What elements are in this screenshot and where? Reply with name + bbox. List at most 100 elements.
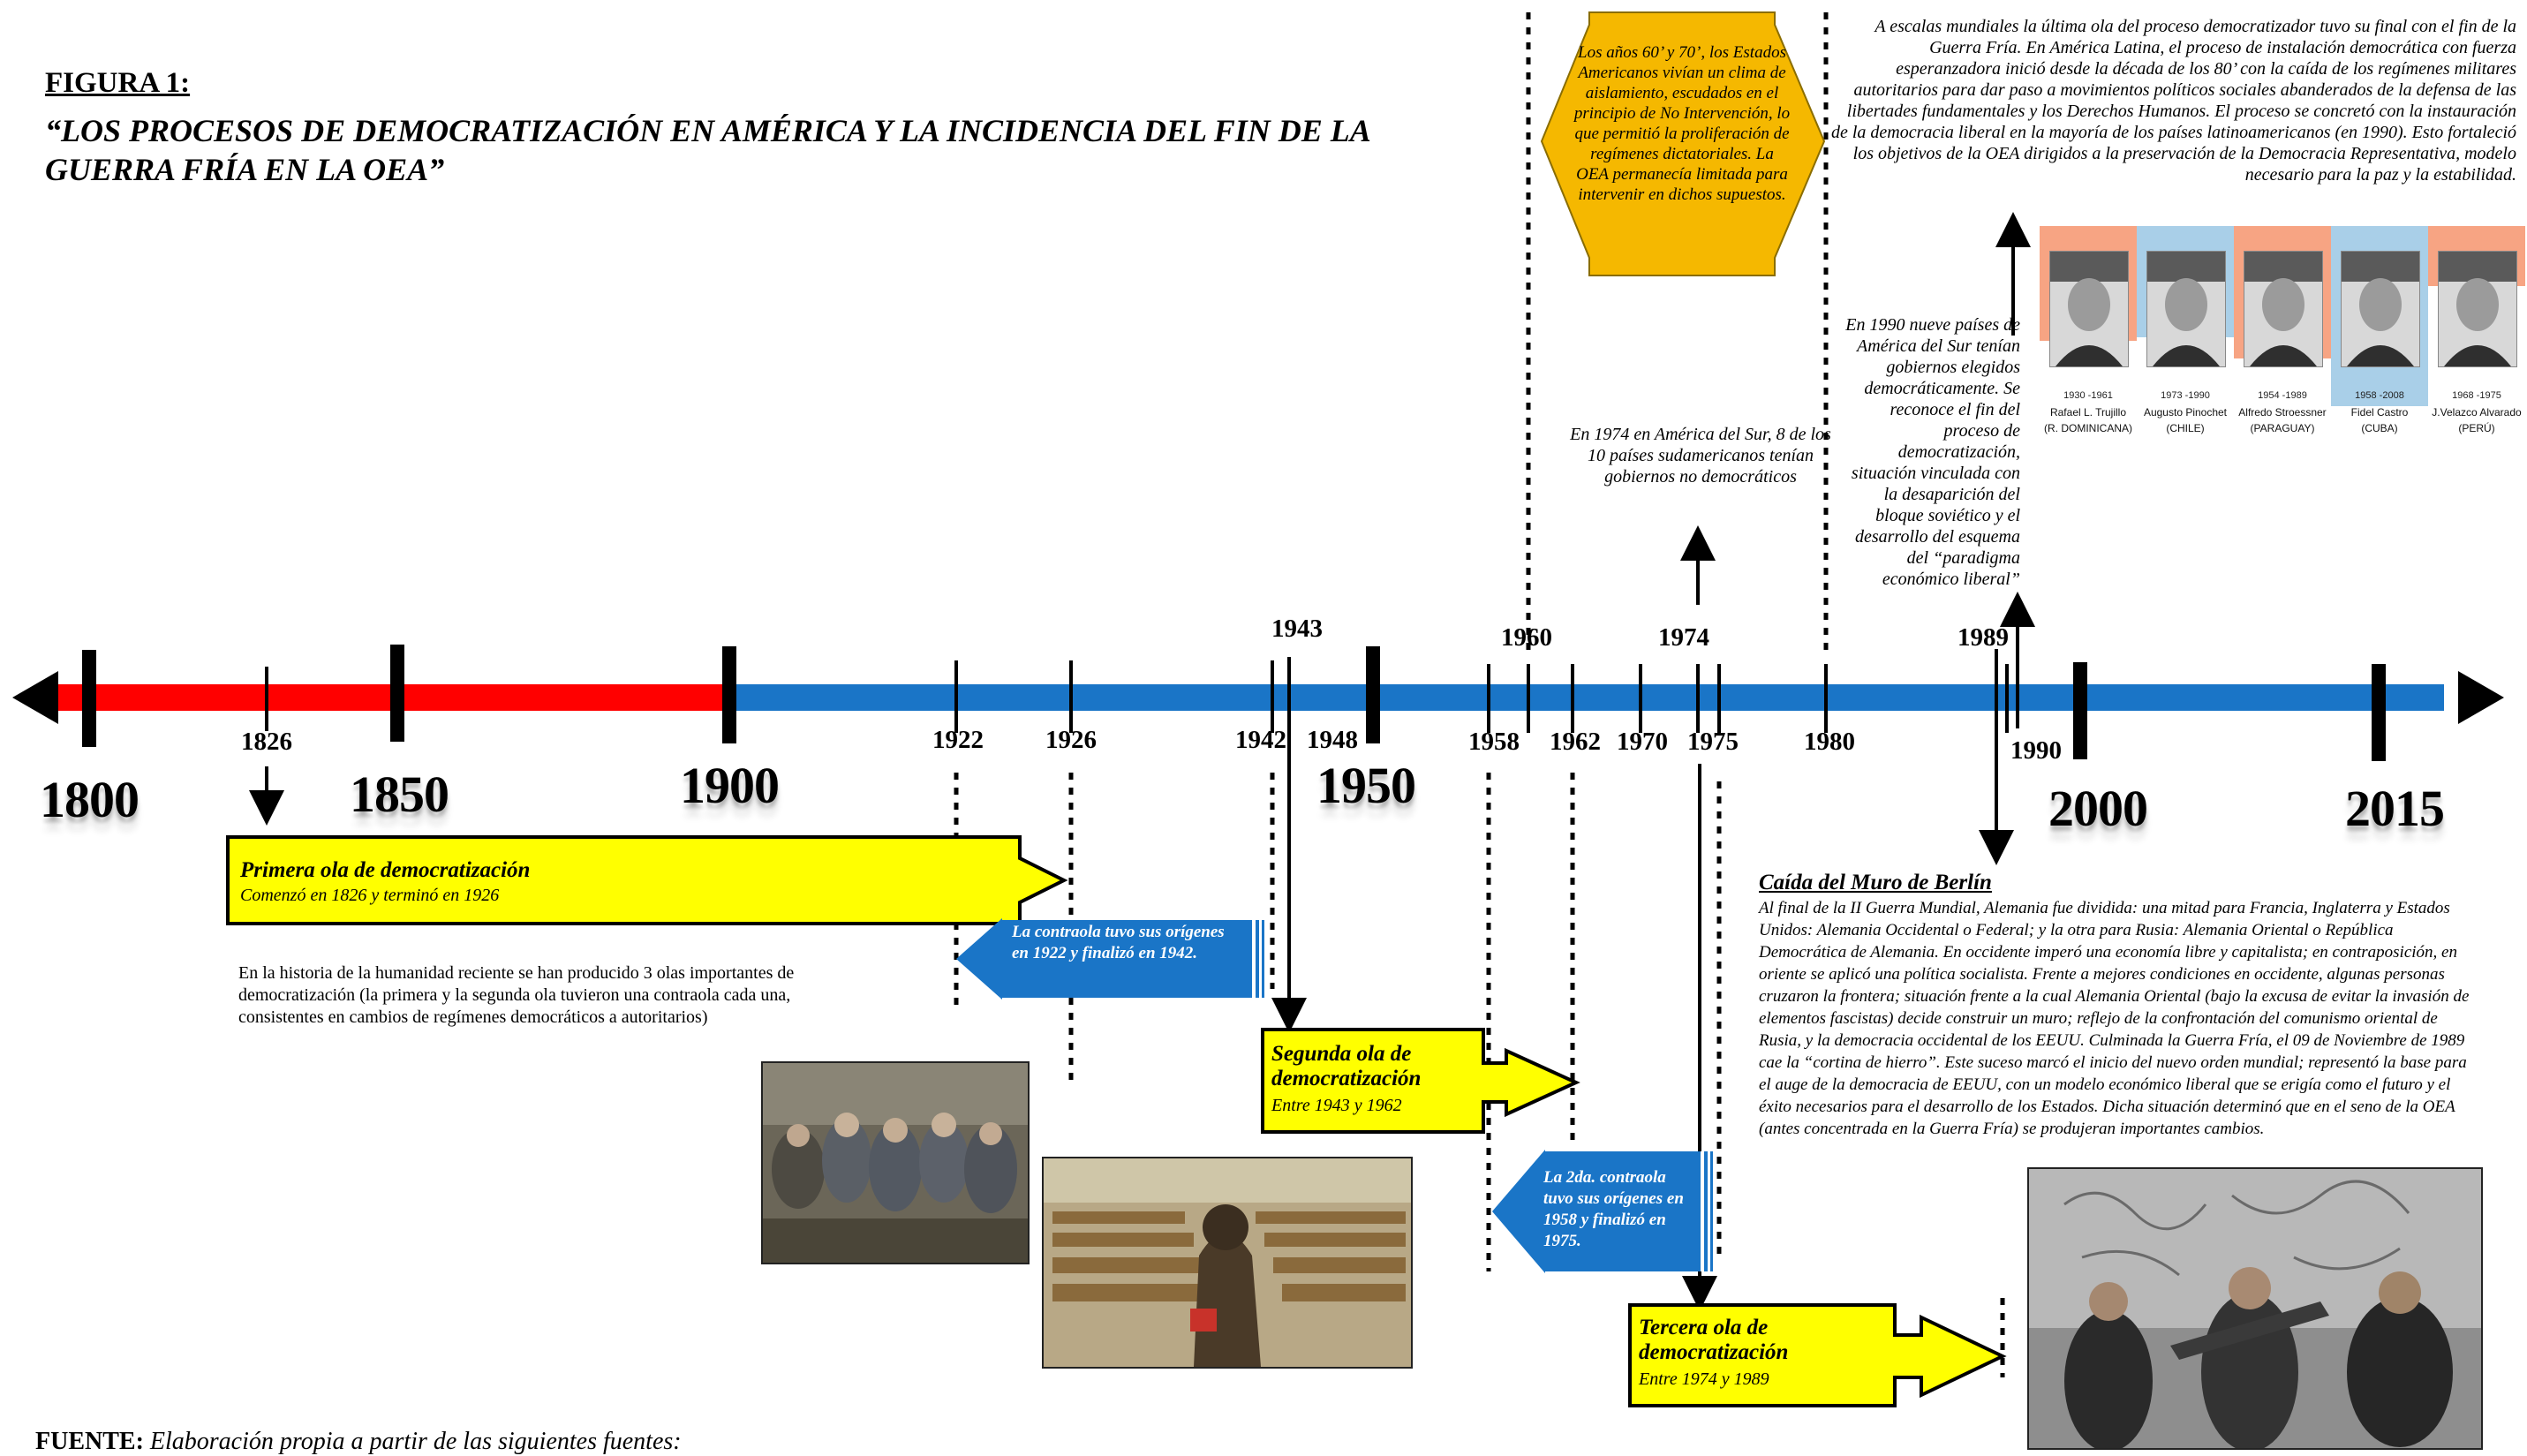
wave-arrow-third <box>1628 1303 2007 1407</box>
portrait-art <box>2439 252 2516 366</box>
dictator-name: Fidel Castro <box>2350 406 2409 419</box>
dictator-name: J.Velazco Alvarado <box>2432 406 2522 419</box>
year-label-1922: 1922 <box>932 726 984 754</box>
big-year-2000: 2000 <box>2048 780 2148 837</box>
portrait-photo <box>2244 251 2323 367</box>
dictator-years: 50 años <box>2344 466 2415 488</box>
major-tick-2000 <box>2073 662 2087 759</box>
source-label: FUENTE: <box>35 1428 144 1455</box>
wave-first-title: Primera ola de democratización <box>240 858 531 882</box>
portrait-photo <box>2341 251 2420 367</box>
counterwave-arrow-first <box>956 918 1264 1000</box>
counterwave-second-text: La 2da. contraola tuvo sus orígenes en 1… <box>1543 1168 1684 1250</box>
dotted-guides <box>954 12 2005 1377</box>
year-label-1958: 1958 <box>1468 728 1520 756</box>
portrait-photo <box>2049 251 2129 367</box>
counterwave-second-stripe <box>1708 1151 1710 1271</box>
photo-berlin-wall-art <box>2029 1169 2481 1448</box>
note-world: A escalas mundiales la última ola del pr… <box>1831 17 2516 185</box>
timeline-arrowhead-left <box>12 671 58 724</box>
photo-soldiers-art <box>763 1063 1028 1263</box>
figure-label: FIGURA 1: <box>45 67 191 99</box>
photo-berlin-wall <box>2027 1167 2483 1450</box>
note-1990: En 1990 nueve países de América del Sur … <box>1845 315 2020 589</box>
octagon-callout <box>1540 11 1826 276</box>
dictator-years: 35 años <box>2247 466 2318 488</box>
timeline-bar-early <box>35 684 729 711</box>
year-label-1962: 1962 <box>1550 728 1601 756</box>
figure-title: “LOS PROCESOS DE DEMOCRATIZACIÓN EN AMÉR… <box>45 113 1369 187</box>
source-text: Elaboración propia a partir de las sigui… <box>149 1428 682 1455</box>
dictator-country: (PERÚ) <box>2458 422 2495 434</box>
big-year-1950: 1950 <box>1316 757 1416 814</box>
wave-second-title: Segunda ola de democratización <box>1271 1042 1422 1090</box>
dictator-name: Alfredo Stroessner <box>2238 406 2327 419</box>
timeline-arrowhead-right <box>2458 671 2504 724</box>
year-label-1948: 1948 <box>1307 726 1358 754</box>
year-label-1975: 1975 <box>1687 728 1739 756</box>
dictator-name: Augusto Pinochet <box>2143 406 2228 419</box>
dictator-range: 1930 -1961 <box>2063 390 2113 401</box>
portrait-art <box>2244 252 2322 366</box>
major-tick-1900 <box>722 646 736 743</box>
counterwave-first-text: La contraola tuvo sus orígenes en 1922 y… <box>1012 923 1225 962</box>
big-year-1850: 1850 <box>350 766 449 823</box>
big-year-2015: 2015 <box>2345 780 2445 837</box>
pointer-arrows <box>249 212 2035 1311</box>
dictator-country: (CUBA) <box>2361 422 2398 434</box>
year-label-1826: 1826 <box>241 728 292 756</box>
timeline-bar-late <box>729 684 2444 711</box>
major-tick-1950 <box>1366 646 1380 743</box>
photo-soldiers <box>761 1061 1030 1264</box>
dictator-name: Rafael L. Trujillo <box>2049 406 2127 419</box>
dictator-range: 1968 -1975 <box>2452 390 2501 401</box>
minor-ticks <box>265 660 2009 733</box>
major-ticks <box>82 645 2386 761</box>
year-label-1974: 1974 <box>1658 623 1709 652</box>
big-year-1900: 1900 <box>680 757 780 814</box>
major-tick-1800 <box>82 650 96 747</box>
wave-third-subtitle: Entre 1974 y 1989 <box>1639 1369 1769 1389</box>
wave-first-subtitle: Comenzó en 1826 y terminó en 1926 <box>240 886 500 905</box>
portrait-art <box>2342 252 2419 366</box>
year-label-1960: 1960 <box>1501 623 1552 652</box>
wave-arrows <box>226 835 2007 1407</box>
dictator-range: 1954 -1989 <box>2258 390 2307 401</box>
dictator-country: (CHILE) <box>2166 422 2205 434</box>
year-label-1970: 1970 <box>1617 728 1668 756</box>
counterwave-second-stripe <box>1701 1151 1704 1271</box>
dictator-country: (PARAGUAY) <box>2250 422 2315 434</box>
counterwave-first-stripe <box>1252 920 1256 998</box>
year-label-1980: 1980 <box>1804 728 1855 756</box>
berlin-text: Al final de la II Guerra Mundial, Aleman… <box>1759 899 2470 1138</box>
portrait-photo <box>2438 251 2517 367</box>
big-year-1800: 1800 <box>40 771 140 828</box>
counterwave-arrow-second <box>1492 1150 1713 1273</box>
major-tick-1850 <box>390 645 404 742</box>
dictator-range: 1958 -2008 <box>2355 390 2404 401</box>
portrait-photo <box>2146 251 2226 367</box>
timeline-bar <box>12 671 2504 724</box>
source-line: FUENTE: Elaboración propia a partir de l… <box>35 1428 682 1456</box>
counterwave-arrows <box>956 918 1713 1273</box>
dictator-country: (R. DOMINICANA) <box>2044 422 2132 434</box>
dictator-years: 22 años <box>2053 466 2123 488</box>
history-note: En la historia de la humanidad reciente … <box>238 963 795 1027</box>
dictator-years: 7 años <box>2447 466 2507 488</box>
year-label-1989: 1989 <box>1957 623 2009 652</box>
berlin-title: Caída del Muro de Berlín <box>1759 871 1992 894</box>
year-label-1942: 1942 <box>1235 726 1286 754</box>
photo-rally <box>1042 1157 1413 1369</box>
wave-arrow-first <box>226 835 1068 925</box>
year-label-1990: 1990 <box>2010 736 2062 765</box>
counterwave-first-stripe <box>1259 920 1262 998</box>
dictator-range: 1973 -1990 <box>2161 390 2210 401</box>
note-1974: En 1974 en América del Sur, 8 de los 10 … <box>1570 425 1831 487</box>
wave-second-subtitle: Entre 1943 y 1962 <box>1271 1096 1402 1115</box>
portrait-art <box>2050 252 2128 366</box>
